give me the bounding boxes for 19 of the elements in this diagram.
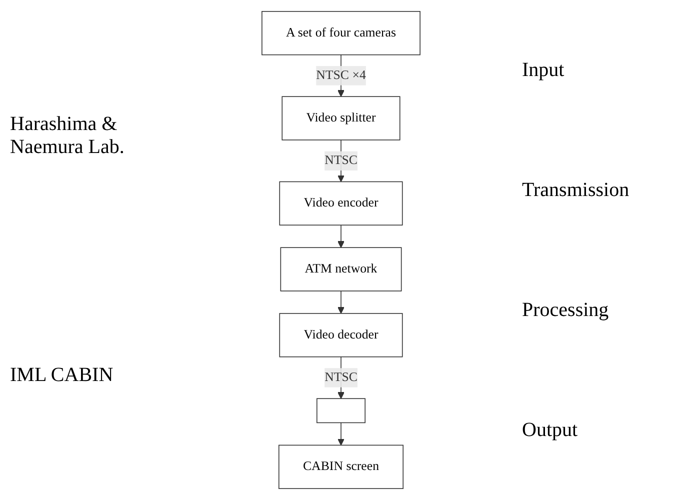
node-box: Video decoder <box>279 313 403 358</box>
node-box: ATM network <box>280 247 402 292</box>
node-box: Video splitter <box>282 96 400 140</box>
node-box <box>316 398 366 424</box>
edge-label: NTSC <box>324 370 358 384</box>
arrow <box>337 290 345 314</box>
side-label: Input <box>522 58 566 82</box>
edge-label: NTSC ×4 <box>316 68 366 82</box>
edge-label: NTSC <box>324 154 358 168</box>
side-label: Transmission <box>522 178 630 202</box>
arrow <box>337 224 345 248</box>
side-label: IML CABIN <box>10 364 114 388</box>
node-box: CABIN screen <box>278 444 404 489</box>
node-box: A set of four cameras <box>262 11 420 56</box>
arrow <box>337 422 345 446</box>
side-label: Processing <box>522 298 610 322</box>
side-label: Output <box>522 418 579 442</box>
node-box: Video encoder <box>279 181 403 226</box>
side-label: Harashima & Naemura Lab. <box>10 112 126 159</box>
